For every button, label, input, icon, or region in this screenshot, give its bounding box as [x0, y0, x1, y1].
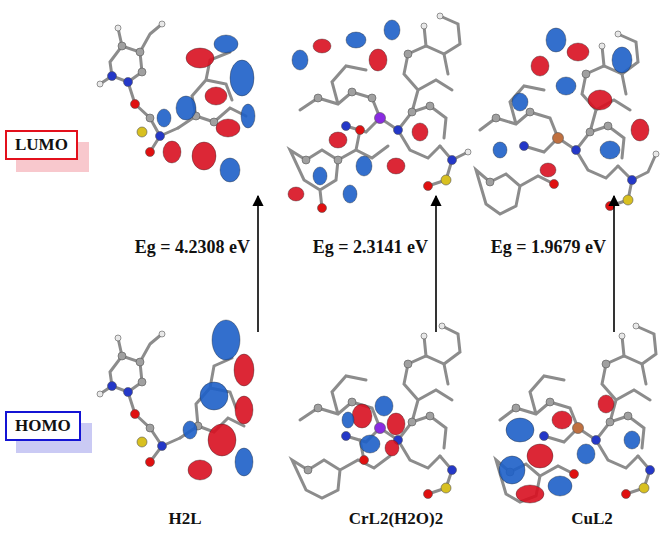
node-label: HOMO — [15, 416, 71, 436]
energy-gap: Eg = 2.3141 eV — [313, 238, 428, 258]
orbital-tag: LUMO — [5, 130, 78, 160]
energy-gap: Eg = 4.2308 eV — [135, 238, 250, 258]
compound-name: CrL2(H2O)2 — [349, 510, 443, 529]
molecule-skeleton — [100, 16, 656, 502]
energy-gap: Eg = 1.9679 eV — [491, 238, 606, 258]
compound-name: H2L — [168, 510, 201, 529]
atom-set — [97, 13, 659, 499]
orbital-tag: HOMO — [5, 411, 81, 441]
node-label: LUMO — [15, 135, 68, 155]
compound-name: CuL2 — [571, 510, 613, 529]
orbital-lobes — [157, 20, 649, 503]
gap-arrows — [258, 196, 614, 332]
